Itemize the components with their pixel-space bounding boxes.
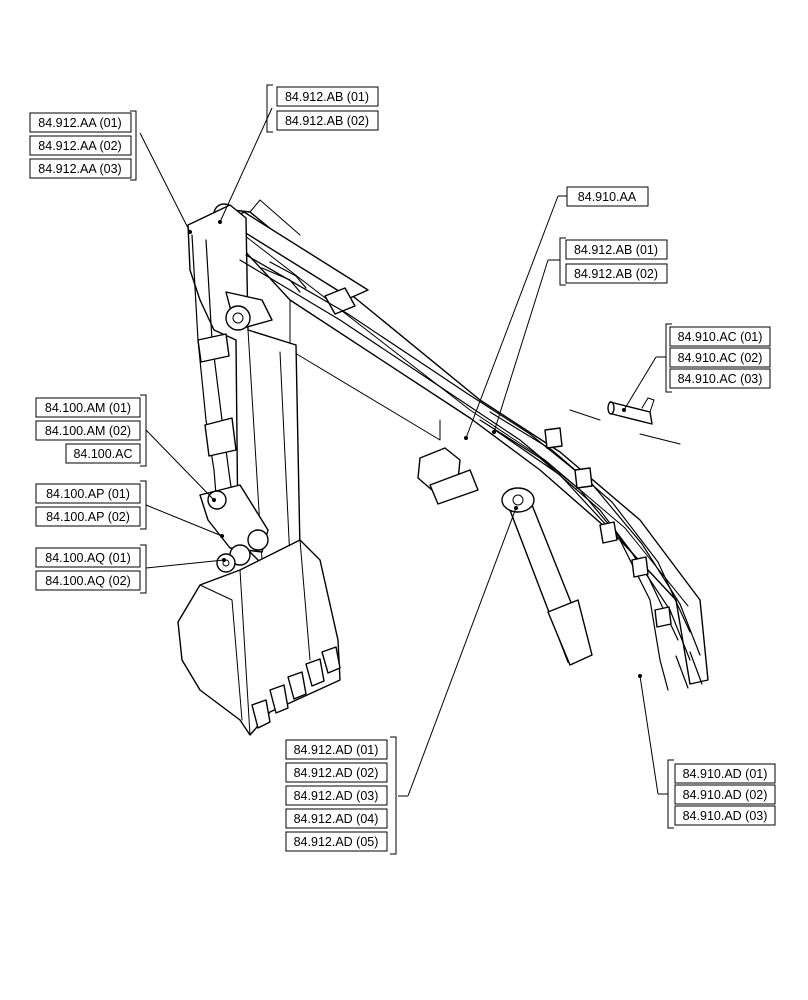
callout-84-100-am-02[interactable]: 84.100.AM (02) xyxy=(45,424,131,438)
callout-84-912-ab-01-mid[interactable]: 84.912.AB (01) xyxy=(574,243,658,257)
callout-84-912-ab-02-mid[interactable]: 84.912.AB (02) xyxy=(574,267,658,281)
callout-group-84-912-ab-top: 84.912.AB (01) 84.912.AB (02) xyxy=(266,84,379,133)
callout-group-84-100-aq: 84.100.AQ (01) 84.100.AQ (02) xyxy=(35,544,147,594)
callout-84-912-aa-03[interactable]: 84.912.AA (03) xyxy=(38,162,121,176)
callout-84-910-ad-02[interactable]: 84.910.AD (02) xyxy=(683,788,768,802)
callout-group-84-912-ad: 84.912.AD (01) 84.912.AD (02) 84.912.AD … xyxy=(285,736,397,855)
callout-84-912-ad-05[interactable]: 84.912.AD (05) xyxy=(294,835,379,849)
callout-group-84-912-aa: 84.912.AA (01) 84.912.AA (02) 84.912.AA … xyxy=(29,110,137,181)
callout-84-912-aa-02[interactable]: 84.912.AA (02) xyxy=(38,139,121,153)
callout-84-100-ap-02[interactable]: 84.100.AP (02) xyxy=(46,510,130,524)
callout-84-100-aq-02[interactable]: 84.100.AQ (02) xyxy=(45,574,130,588)
callout-group-84-910-ac: 84.910.AC (01) 84.910.AC (02) 84.910.AC … xyxy=(665,323,771,393)
callout-group-84-100-ap: 84.100.AP (01) 84.100.AP (02) xyxy=(35,480,147,530)
callout-84-912-ad-01[interactable]: 84.912.AD (01) xyxy=(294,743,379,757)
callout-84-910-ac-01[interactable]: 84.910.AC (01) xyxy=(678,330,763,344)
callout-84-910-aa[interactable]: 84.910.AA xyxy=(578,190,637,204)
callout-84-100-ap-01[interactable]: 84.100.AP (01) xyxy=(46,487,130,501)
boom xyxy=(229,209,709,685)
callout-group-84-910-ad: 84.910.AD (01) 84.910.AD (02) 84.910.AD … xyxy=(667,759,776,829)
callout-84-912-aa-01[interactable]: 84.912.AA (01) xyxy=(38,116,121,130)
callout-84-912-ab-02-top[interactable]: 84.912.AB (02) xyxy=(285,114,369,128)
excavator-arm-drawing xyxy=(177,199,709,736)
callout-84-910-ad-03[interactable]: 84.910.AD (03) xyxy=(683,809,768,823)
callout-group-84-100-am: 84.100.AM (01) 84.100.AM (02) 84.100.AC xyxy=(35,394,147,467)
callout-84-912-ab-01-top[interactable]: 84.912.AB (01) xyxy=(285,90,369,104)
callout-84-912-ad-04[interactable]: 84.912.AD (04) xyxy=(294,812,379,826)
callout-84-910-ad-01[interactable]: 84.910.AD (01) xyxy=(683,767,768,781)
leader-lines xyxy=(139,107,668,797)
callout-84-912-ad-03[interactable]: 84.912.AD (03) xyxy=(294,789,379,803)
callout-84-100-aq-01[interactable]: 84.100.AQ (01) xyxy=(45,551,130,565)
callout-84-100-am-01[interactable]: 84.100.AM (01) xyxy=(45,401,131,415)
pin-detail xyxy=(569,397,681,445)
callout-group-84-912-ab-mid: 84.912.AB (01) 84.912.AB (02) xyxy=(559,237,668,286)
callout-84-910-ac-03[interactable]: 84.910.AC (03) xyxy=(678,372,763,386)
callout-84-100-ac[interactable]: 84.100.AC xyxy=(73,447,132,461)
callout-84-910-ac-02[interactable]: 84.910.AC (02) xyxy=(678,351,763,365)
callout-group-84-910-aa: 84.910.AA xyxy=(566,186,649,207)
callout-84-912-ad-02[interactable]: 84.912.AD (02) xyxy=(294,766,379,780)
